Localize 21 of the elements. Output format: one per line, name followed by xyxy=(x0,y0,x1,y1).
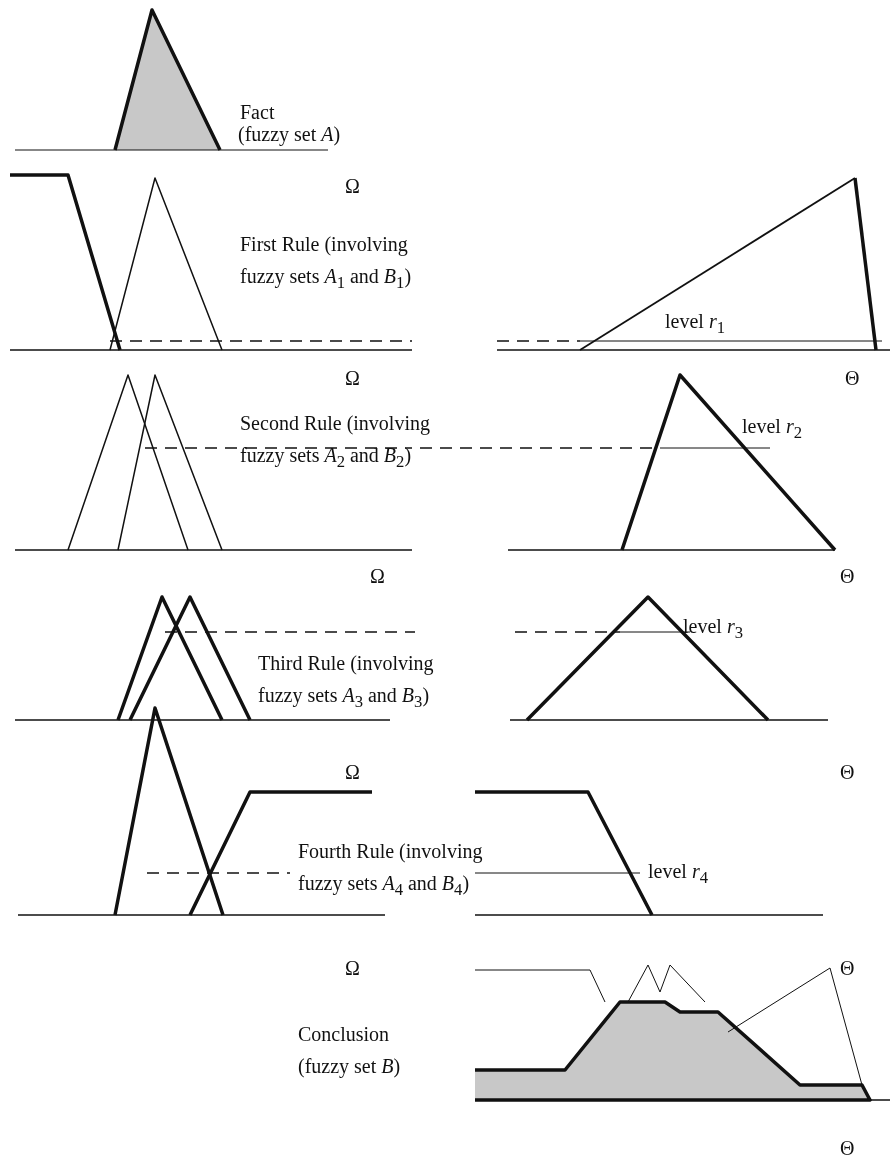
axis-label: Ω xyxy=(345,760,360,785)
rule-label: Fourth Rule (involving fuzzy sets A$_{4}$ and B$_{4}$) xyxy=(298,839,484,901)
level-label: level r$_{4}$ xyxy=(648,859,708,889)
axis-label: Ω xyxy=(345,174,360,199)
axis-label: Θ xyxy=(845,366,860,391)
axis-label: Θ xyxy=(840,1136,855,1161)
fact-label: Fact xyxy=(240,100,275,124)
rule-label: Third Rule (involving fuzzy sets A$_{3}$ and B$_{3}$) xyxy=(258,651,435,713)
rule-label: Second Rule (involving fuzzy sets A$_{2}$ and B$_{2}$) xyxy=(240,411,431,473)
axis-label: Ω xyxy=(370,564,385,589)
axis-label: Θ xyxy=(840,564,855,589)
level-label: level r$_{1}$ xyxy=(665,309,725,339)
level-label: level r$_{3}$ xyxy=(683,614,743,644)
axis-label: Ω xyxy=(345,956,360,981)
level-label: level r$_{2}$ xyxy=(742,414,802,444)
axis-label: Ω xyxy=(345,366,360,391)
rule-label: (fuzzy set A) xyxy=(238,122,342,146)
axis-label: Θ xyxy=(840,760,855,785)
axis-label: Θ xyxy=(840,956,855,981)
rule-label: First Rule (involving fuzzy sets A$_{1}$ and B$_{1}$) xyxy=(240,232,413,294)
conclusion-label: Conclusion (fuzzy set B) xyxy=(298,1022,402,1080)
